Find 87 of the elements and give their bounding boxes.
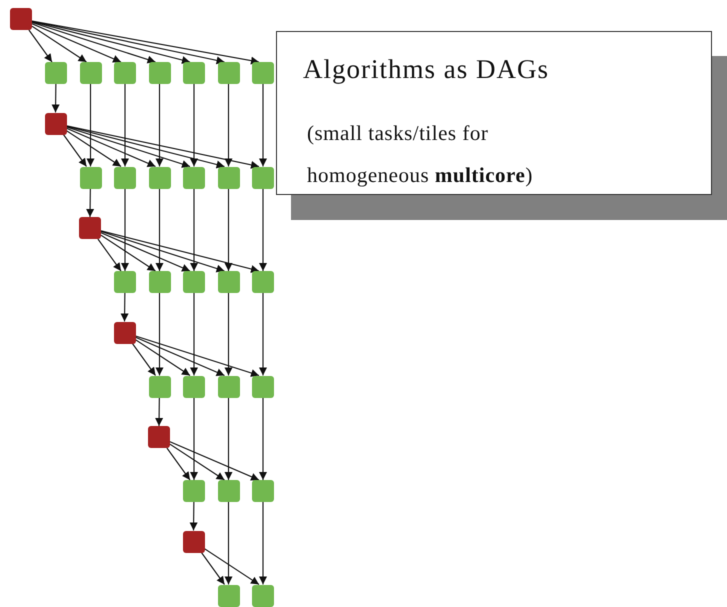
- arrow: [121, 188, 129, 271]
- arrow: [28, 30, 52, 62]
- factor-task-box: [79, 217, 101, 239]
- arrow: [224, 188, 232, 271]
- arrow: [224, 398, 232, 480]
- arrow: [135, 336, 260, 377]
- update-task-box: [114, 62, 136, 84]
- arrow: [135, 336, 225, 376]
- update-task-box: [218, 271, 240, 293]
- factor-task-box: [114, 322, 136, 344]
- update-task-box: [114, 271, 136, 293]
- arrow: [120, 293, 129, 322]
- arrow: [52, 84, 60, 112]
- arrow: [224, 293, 232, 376]
- arrow: [200, 552, 225, 585]
- update-task-box: [252, 62, 274, 84]
- arrow: [156, 84, 164, 166]
- arrow: [32, 26, 87, 62]
- arrow: [170, 444, 225, 480]
- arrow: [259, 293, 267, 376]
- update-task-box: [183, 376, 205, 398]
- arrow: [86, 84, 94, 166]
- arrow: [156, 188, 164, 271]
- factor-task-box: [148, 426, 170, 448]
- update-task-box: [148, 271, 170, 293]
- arrow: [32, 21, 190, 64]
- update-task-box: [252, 480, 274, 502]
- arrow: [259, 188, 267, 271]
- arrow: [259, 84, 267, 166]
- arrow: [62, 134, 87, 167]
- update-task-box: [80, 62, 102, 84]
- arrow: [66, 126, 225, 168]
- update-task-box: [148, 62, 170, 84]
- arrow: [170, 441, 260, 481]
- callout-title: Algorithms as DAGs: [303, 54, 549, 85]
- arrow: [259, 398, 267, 480]
- update-task-box: [183, 166, 205, 188]
- arrow: [190, 84, 198, 166]
- update-task-box: [183, 480, 205, 502]
- arrow: [100, 231, 225, 272]
- arrow: [66, 130, 122, 167]
- arrow: [190, 502, 198, 530]
- arrow: [97, 238, 122, 272]
- arrow: [86, 188, 94, 217]
- arrow: [190, 293, 198, 376]
- arrow: [66, 128, 156, 168]
- update-task-box: [218, 62, 240, 84]
- arrow: [100, 230, 260, 273]
- arrow: [190, 188, 198, 271]
- factor-task-box: [182, 530, 204, 552]
- arrow: [259, 502, 267, 584]
- update-task-box: [218, 480, 240, 502]
- arrow: [166, 448, 190, 480]
- update-task-box: [148, 166, 170, 188]
- arrow: [132, 343, 156, 376]
- update-task-box: [80, 166, 102, 188]
- update-task-box: [148, 376, 170, 398]
- factor-task-box: [10, 8, 32, 30]
- arrow: [32, 20, 225, 64]
- arrow: [135, 339, 190, 376]
- callout-text: (small tasks/tiles for homogeneous multicore): [307, 120, 534, 189]
- update-task-box: [218, 166, 240, 188]
- arrow: [100, 232, 190, 272]
- update-task-box: [45, 62, 67, 84]
- update-task-box: [183, 62, 205, 84]
- arrow: [224, 502, 232, 584]
- factor-task-box: [44, 112, 66, 134]
- update-task-box: [252, 271, 274, 293]
- arrow: [32, 22, 156, 64]
- arrow: [190, 398, 198, 480]
- update-task-box: [252, 376, 274, 398]
- arrow: [155, 398, 164, 426]
- arrow: [156, 293, 164, 376]
- arrow: [121, 84, 129, 166]
- update-task-box: [252, 166, 274, 188]
- arrow: [66, 125, 260, 169]
- update-task-box: [218, 376, 240, 398]
- update-task-box: [218, 584, 240, 606]
- arrow: [204, 548, 260, 585]
- arrow: [32, 23, 122, 63]
- update-task-box: [252, 584, 274, 606]
- update-task-box: [183, 271, 205, 293]
- arrow: [32, 20, 260, 65]
- arrow: [224, 84, 232, 166]
- update-task-box: [114, 166, 136, 188]
- arrow: [66, 126, 190, 168]
- arrow: [100, 234, 156, 272]
